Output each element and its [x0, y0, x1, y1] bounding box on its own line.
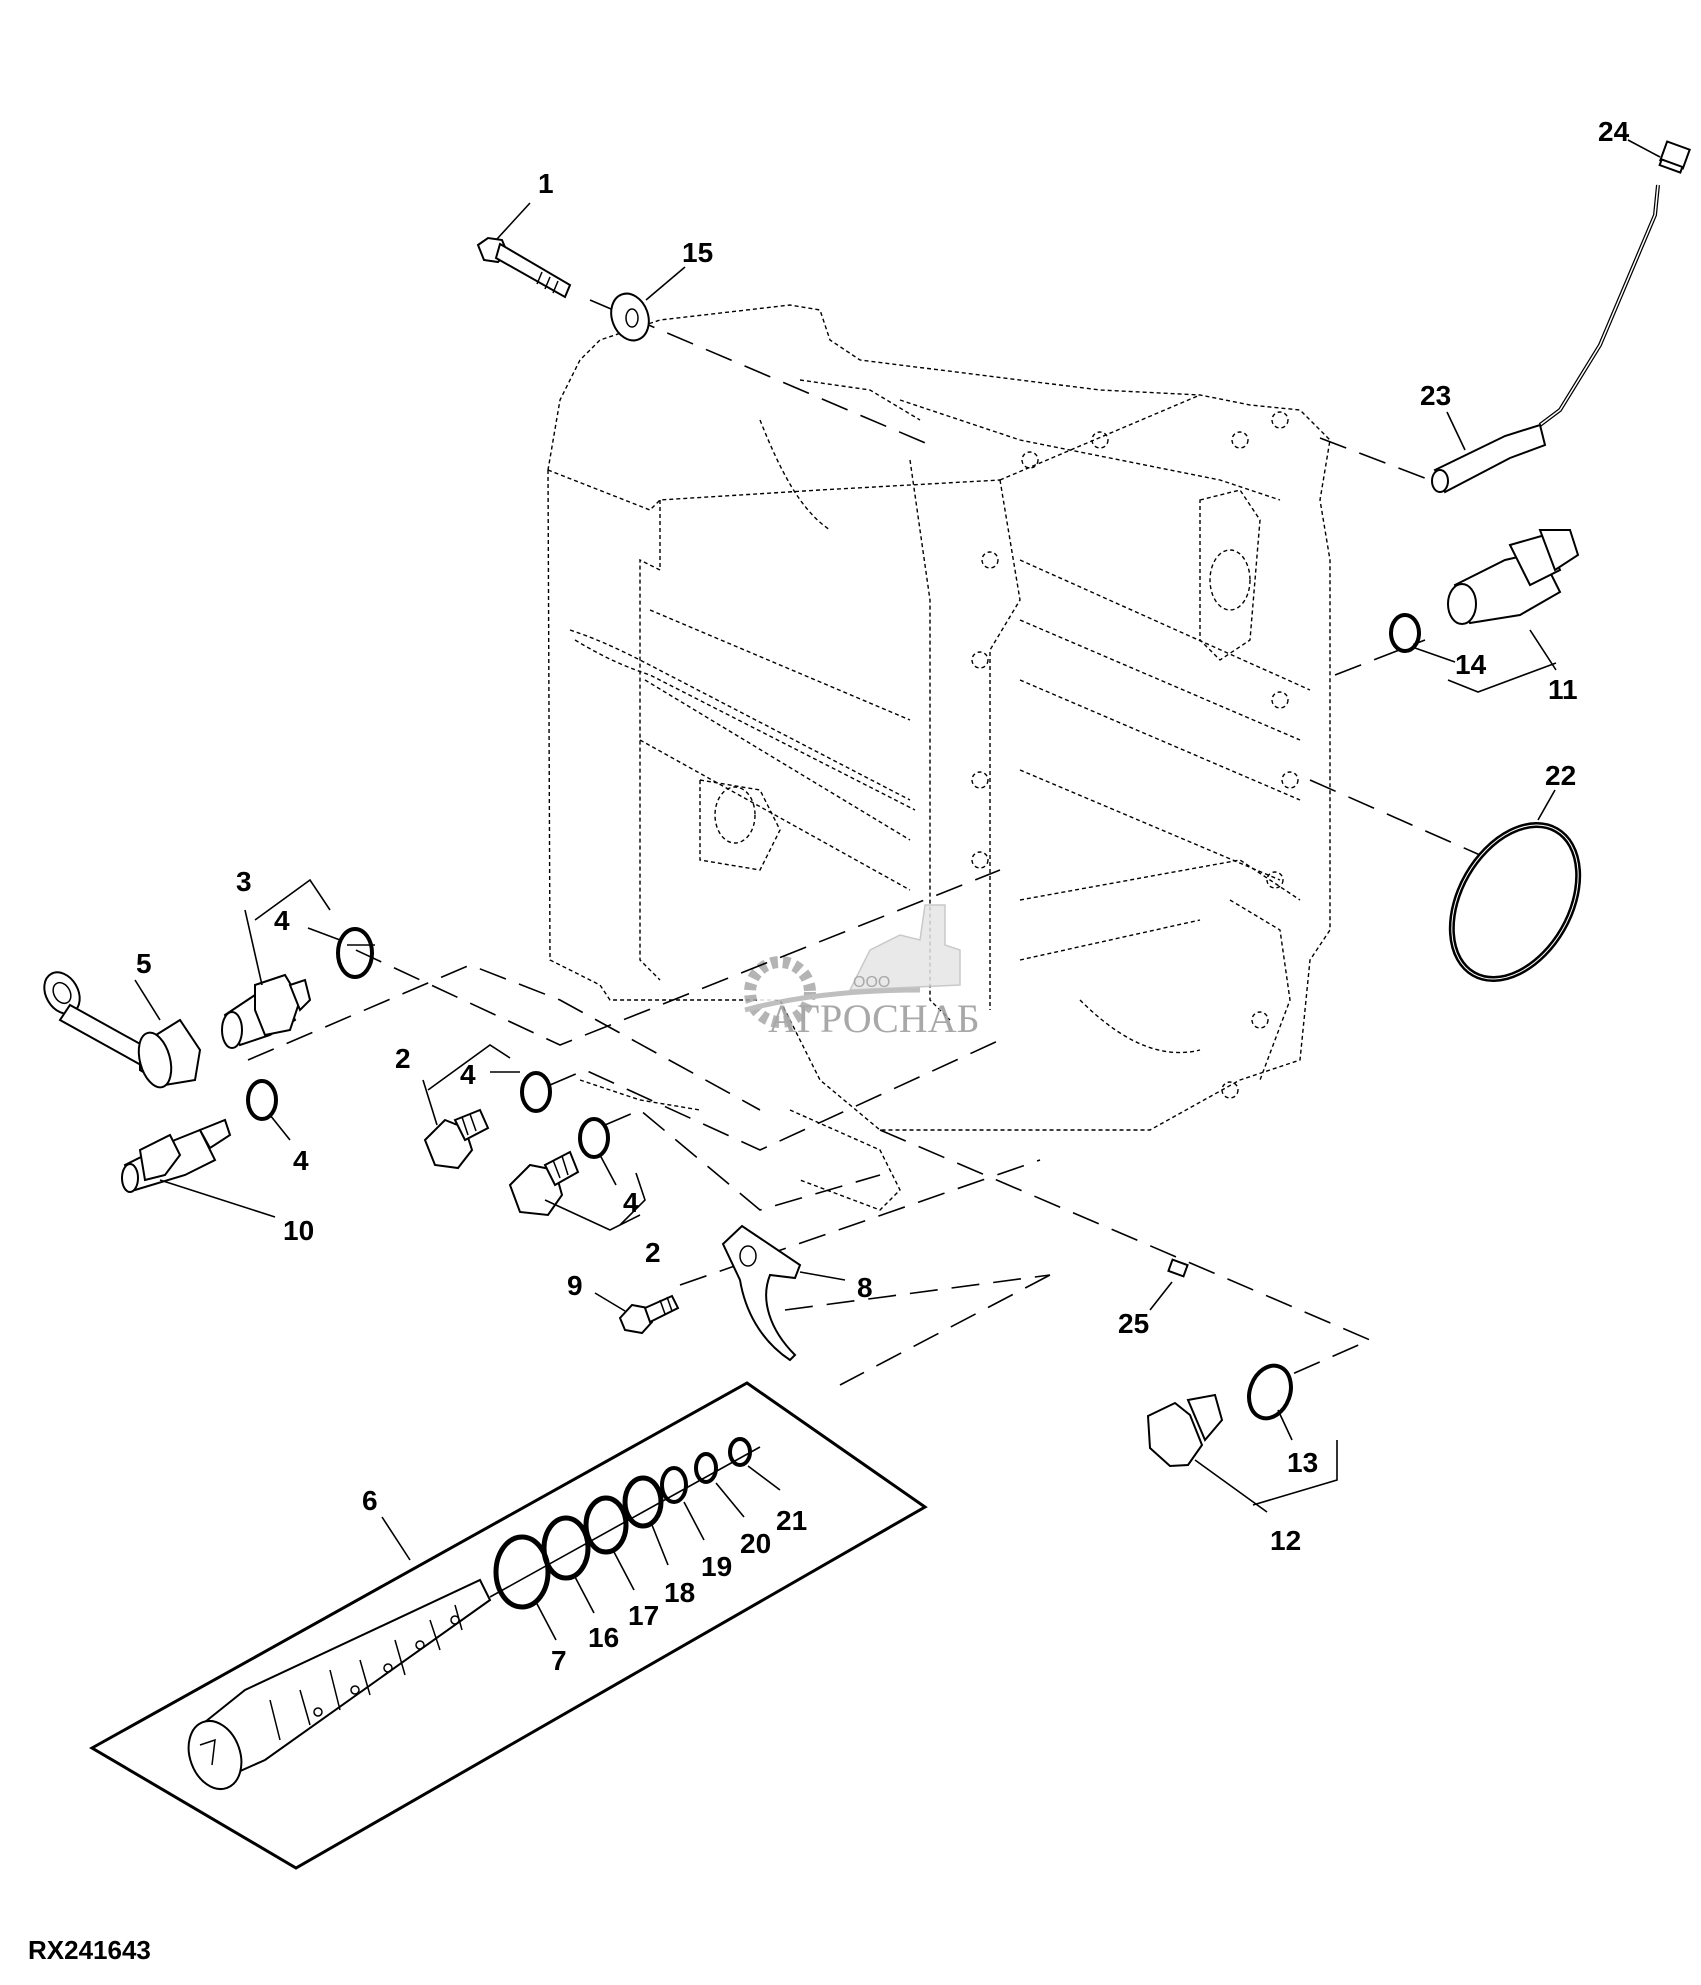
callout-18: 18: [664, 1577, 695, 1608]
callout-2-b: 2: [645, 1237, 661, 1268]
part-4-o-ring-c: [490, 1071, 552, 1113]
callout-10: 10: [283, 1215, 314, 1246]
callout-22: 22: [1545, 760, 1576, 791]
part-20-o-ring: [694, 1452, 718, 1484]
agrosnab-watermark: ООО АГРОСНАБ: [744, 904, 980, 1041]
watermark-prefix: ООО: [853, 974, 890, 991]
callout-6: 6: [362, 1485, 378, 1516]
assembly-lines: [247, 299, 1481, 1386]
part-1-cap-screw: [476, 202, 572, 299]
part-16-o-ring: [541, 1515, 591, 1581]
callout-7: 7: [551, 1645, 567, 1676]
part-4-o-ring-a: [307, 927, 374, 979]
callout-24: 24: [1598, 116, 1630, 147]
callout-20: 20: [740, 1528, 771, 1559]
part-15-washer: [610, 266, 686, 342]
callout-15: 15: [682, 237, 713, 268]
callout-5: 5: [136, 948, 152, 979]
callout-4-b: 4: [293, 1145, 309, 1176]
callout-13: 13: [1287, 1447, 1318, 1478]
callout-3: 3: [236, 866, 252, 897]
callout-12: 12: [1270, 1525, 1301, 1556]
part-3-fitting: [221, 878, 331, 1049]
part-14-o-ring: [1389, 613, 1557, 693]
callout-11: 11: [1548, 674, 1578, 705]
part-2-plug-b: [508, 1150, 641, 1231]
part-25-orifice: [1149, 1258, 1189, 1311]
callout-labels: 1 15 24 23 14 11 22 3 4 5 4 10 2 4 4 2 9…: [136, 116, 1630, 1676]
valve-assembly-box: [88, 1381, 928, 1870]
callout-14: 14: [1455, 649, 1487, 680]
callout-21: 21: [776, 1505, 807, 1536]
callout-23: 23: [1420, 380, 1451, 411]
transmission-housing: [547, 304, 1331, 1211]
watermark-brand: АГРОСНАБ: [768, 996, 980, 1041]
sensor-cable-inner: [1539, 184, 1659, 426]
part-23-speed-sensor: [1431, 411, 1547, 494]
callout-8: 8: [857, 1272, 873, 1303]
callout-2-a: 2: [395, 1043, 411, 1074]
callout-16: 16: [588, 1622, 619, 1653]
part-6-valve-assembly: [187, 1516, 492, 1790]
callout-1: 1: [538, 168, 554, 199]
part-5-dust-cap: [43, 971, 202, 1089]
callout-25: 25: [1118, 1308, 1149, 1339]
part-19-o-ring: [660, 1466, 688, 1504]
part-8-shift-fork: [721, 1224, 846, 1362]
figure-id: RX241643: [28, 1935, 151, 1965]
part-12-plug: [1146, 1393, 1338, 1513]
callout-4-d: 4: [623, 1187, 639, 1218]
part-4-o-ring-d: [578, 1117, 646, 1226]
part-2-plug-a: [422, 1044, 511, 1170]
part-9-cap-screw: [594, 1292, 680, 1335]
part-7-o-ring: [493, 1534, 551, 1610]
callout-4-a: 4: [274, 905, 290, 936]
callout-9: 9: [567, 1270, 583, 1301]
callout-19: 19: [701, 1551, 732, 1582]
part-24-connector: [1627, 139, 1691, 174]
callout-17: 17: [628, 1600, 659, 1631]
combine-harvester-icon: [848, 904, 961, 991]
part-13-o-ring: [1247, 1363, 1293, 1441]
part-10-temperature-sender: [121, 1118, 276, 1218]
sensor-cable: [1538, 184, 1660, 427]
part-22-large-o-ring: [1448, 789, 1582, 982]
part-11-pressure-switch: [1447, 529, 1580, 671]
callout-4-c: 4: [460, 1059, 476, 1090]
part-4-o-ring-b: [246, 1079, 291, 1141]
valve-o-rings: [489, 1437, 781, 1641]
part-17-o-ring: [583, 1495, 629, 1555]
